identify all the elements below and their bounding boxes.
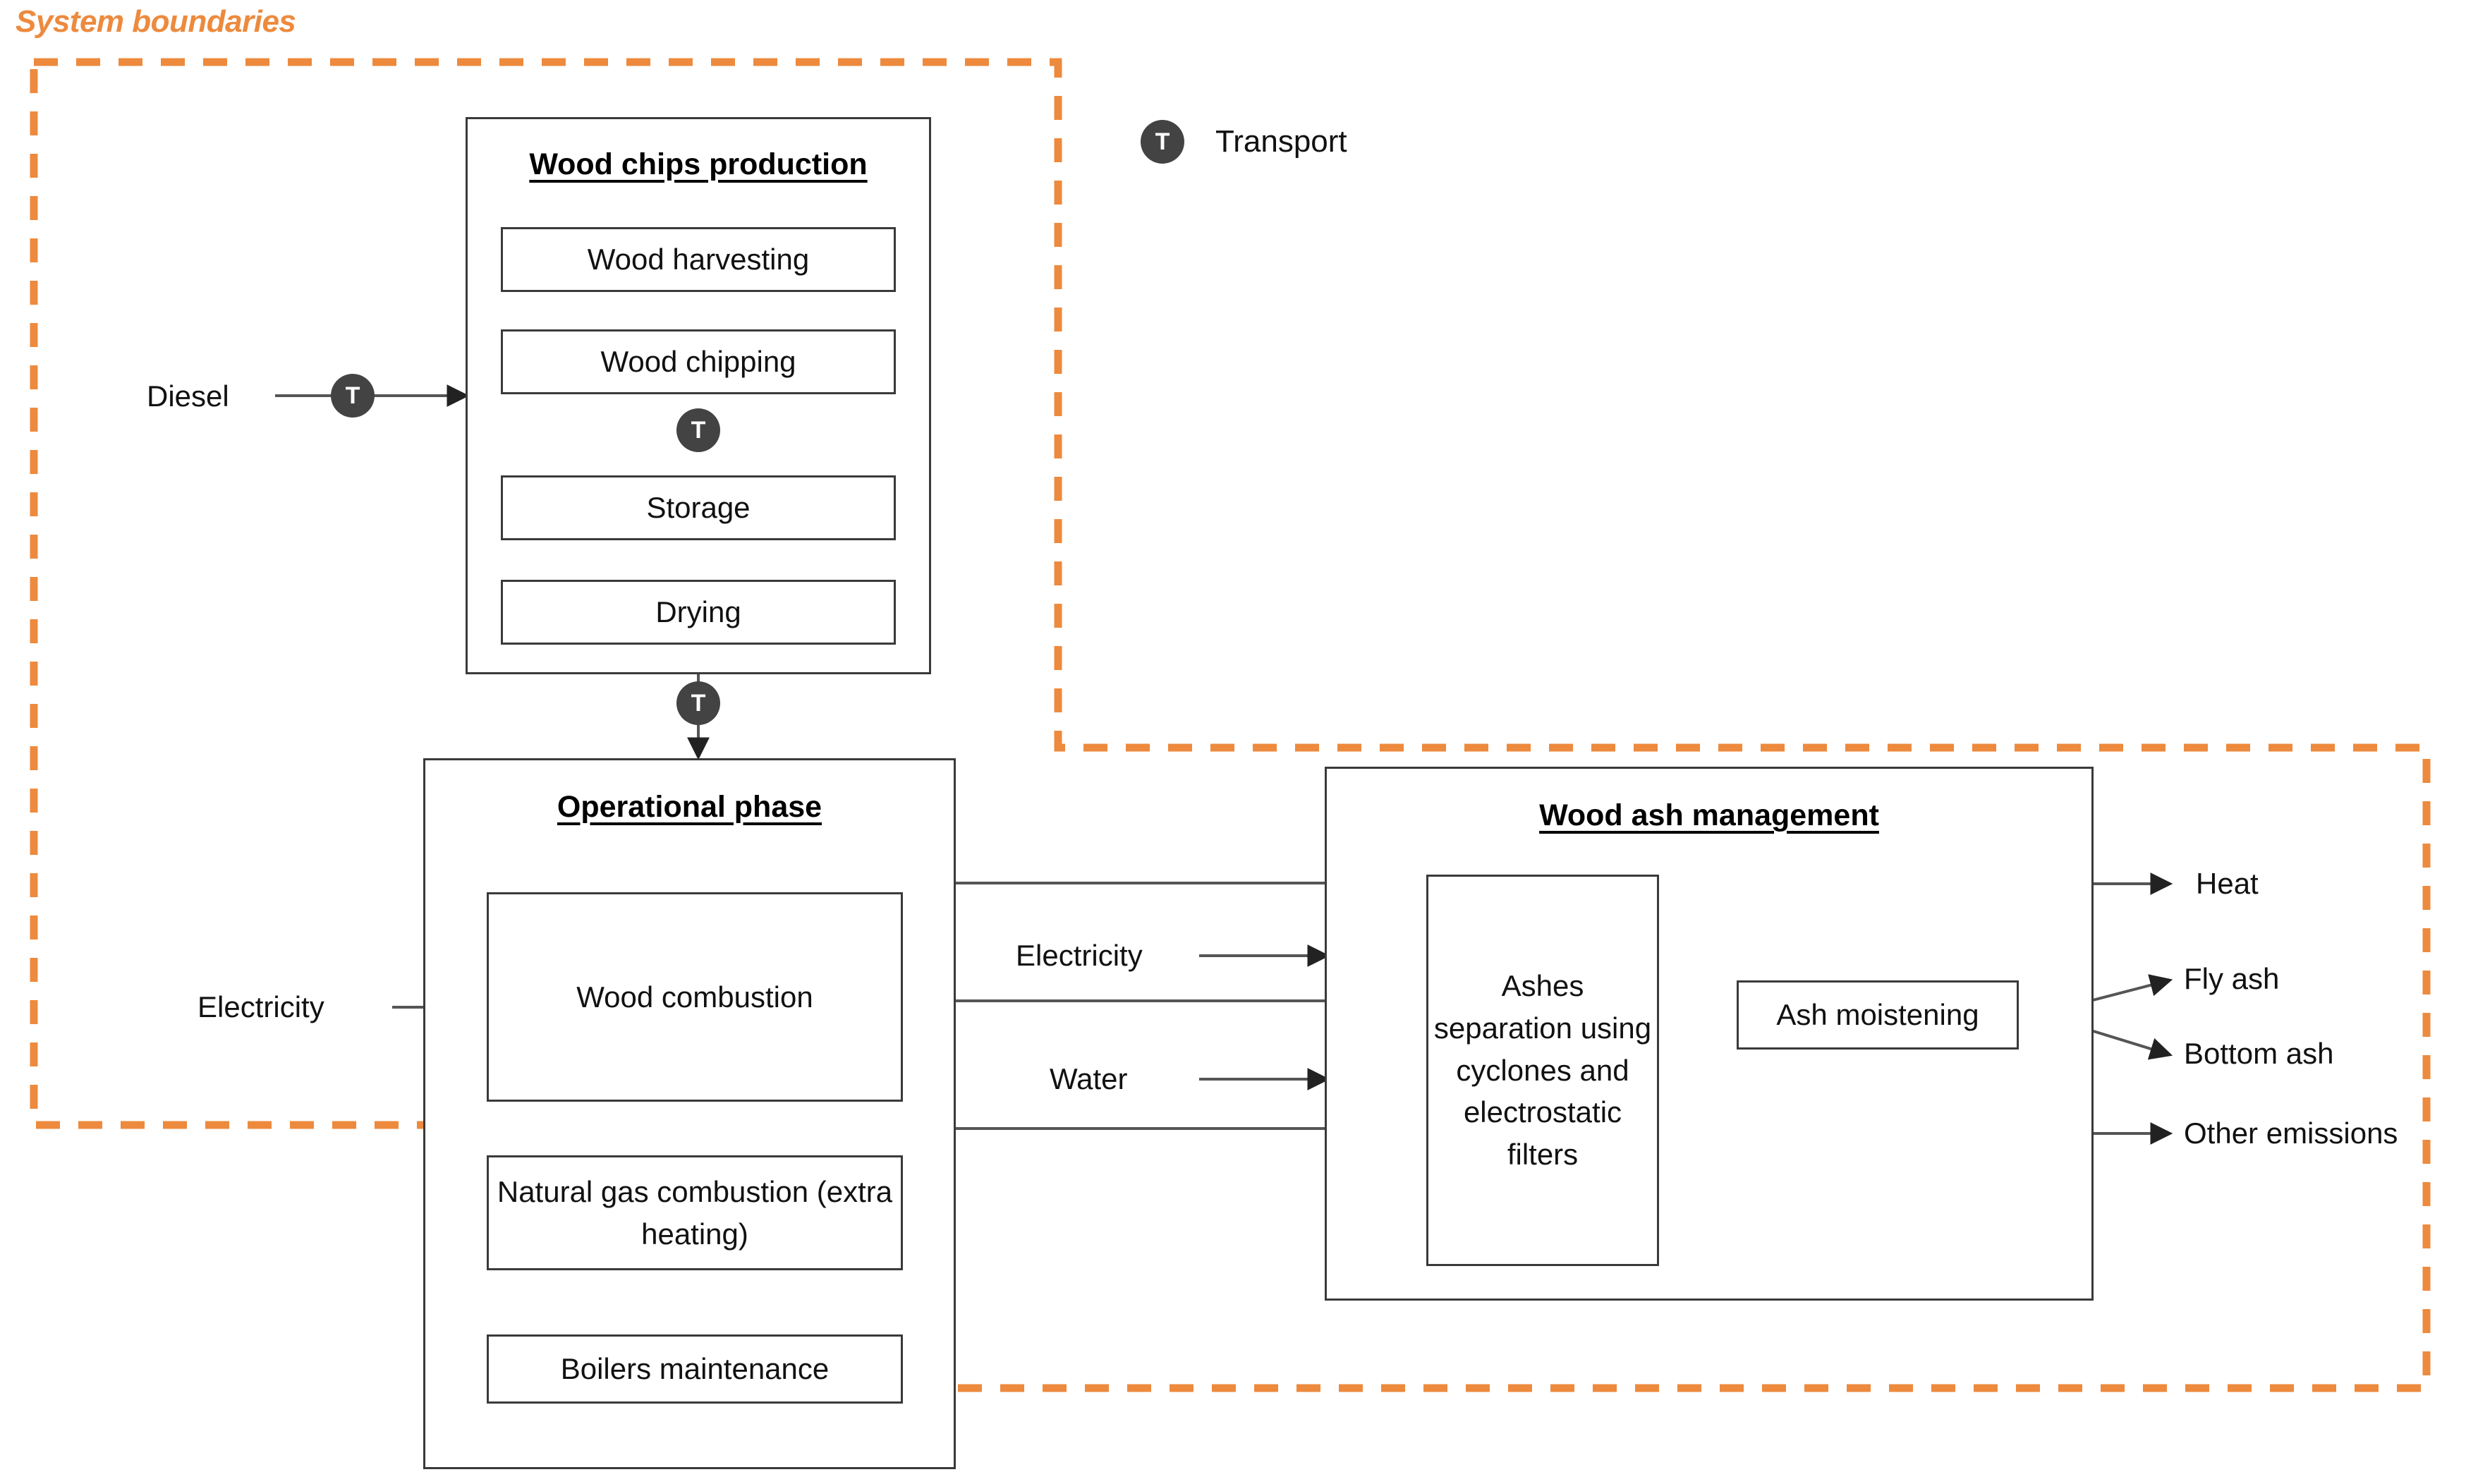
node-label: Natural gas combustion (extra heating): [497, 1174, 893, 1251]
input-label-water-ash: Water: [1050, 1062, 1128, 1095]
node-storage[interactable]: Storage: [501, 475, 896, 540]
node-wood-harvesting[interactable]: Wood harvesting: [501, 227, 896, 292]
input-label-electricity-ash: Electricity: [1016, 939, 1143, 972]
transport-circle-icon-diesel: T: [331, 374, 375, 418]
transport-circle-icon-chipping: T: [676, 408, 720, 452]
node-natural-gas-combustion[interactable]: Natural gas combustion (extra heating): [487, 1155, 903, 1270]
transport-icon-letter: T: [345, 382, 360, 409]
legend-transport-label: Transport: [1215, 124, 1347, 159]
output-label-heat: Heat: [2196, 867, 2259, 900]
transport-circle-icon-drying: T: [676, 681, 720, 725]
transport-icon-letter: T: [1155, 128, 1170, 155]
node-wood-chipping[interactable]: Wood chipping: [501, 329, 896, 394]
node-boilers-maintenance[interactable]: Boilers maintenance: [487, 1334, 903, 1404]
node-ashes-separation[interactable]: Ashes separation using cyclones and elec…: [1426, 875, 1659, 1266]
output-label-bottom-ash: Bottom ash: [2184, 1037, 2334, 1070]
input-label-diesel: Diesel: [147, 379, 229, 413]
node-label: Storage: [646, 491, 751, 525]
input-label-electricity-operational: Electricity: [198, 990, 324, 1023]
transport-icon-letter: T: [691, 689, 706, 717]
node-label: Ashes separation using cyclones and elec…: [1433, 969, 1652, 1171]
node-label: Wood harvesting: [587, 243, 810, 276]
node-wood-combustion[interactable]: Wood combustion: [487, 892, 903, 1102]
node-label: Wood chipping: [600, 345, 796, 379]
system-boundary-path: [30, 58, 2431, 1392]
node-ash-moistening[interactable]: Ash moistening: [1737, 980, 2019, 1050]
group-title-operational: Operational phase: [557, 790, 822, 824]
node-label: Boilers maintenance: [560, 1352, 830, 1386]
node-label: Ash moistening: [1776, 998, 1979, 1032]
node-drying[interactable]: Drying: [501, 580, 896, 645]
node-label: Drying: [655, 595, 741, 629]
transport-icon-letter: T: [691, 416, 706, 444]
output-label-other-emissions: Other emissions: [2184, 1117, 2398, 1150]
system-boundary-label: System boundaries: [16, 4, 296, 39]
group-title-wood-chips: Wood chips production: [529, 147, 868, 181]
transport-circle-icon: T: [1141, 120, 1184, 164]
node-label: Wood combustion: [576, 980, 813, 1014]
output-label-fly-ash: Fly ash: [2184, 962, 2280, 995]
group-title-wood-ash: Wood ash management: [1539, 798, 1879, 832]
